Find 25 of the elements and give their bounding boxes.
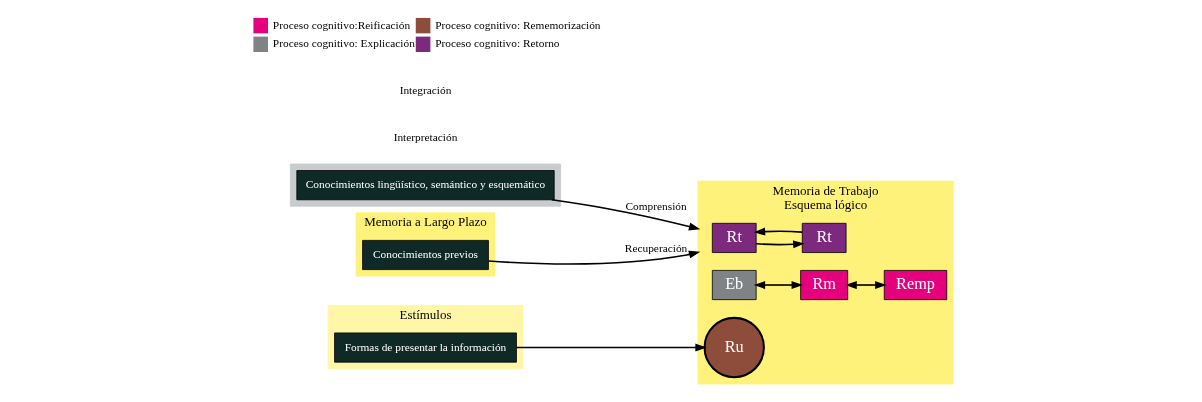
cluster bbox=[289, 163, 561, 207]
node-box: Conocimientos previos bbox=[361, 239, 489, 270]
edge-label: Comprensión bbox=[624, 199, 687, 212]
arrow bbox=[753, 227, 803, 236]
legend-label: Proceso cognitivo: Retorno bbox=[434, 37, 560, 50]
arrow bbox=[515, 343, 707, 352]
arrow bbox=[844, 281, 887, 289]
node-circle: Ru bbox=[703, 316, 765, 379]
legend-label: Proceso cognitivo: Rememorización bbox=[434, 18, 601, 31]
arrow bbox=[550, 199, 700, 231]
arrow bbox=[754, 240, 804, 249]
node-box: Conocimientos lingüístico, semántico y esquemático bbox=[295, 170, 555, 201]
node-box: Remp bbox=[883, 270, 947, 301]
node-box: Rt bbox=[801, 222, 846, 253]
arrow bbox=[753, 281, 803, 289]
node-box: Eb bbox=[711, 270, 757, 301]
node-box: Rm bbox=[799, 270, 848, 301]
label: Integración bbox=[399, 84, 451, 96]
node-box: Rt bbox=[711, 222, 757, 253]
edge-label: Recuperación bbox=[624, 241, 687, 254]
node-box: Formas de presentar la información bbox=[333, 332, 517, 363]
arrow bbox=[487, 250, 700, 265]
label: Interpretación bbox=[393, 131, 457, 144]
legend-label: Proceso cognitivo:Reificación bbox=[272, 18, 410, 31]
legend-label: Proceso cognitivo: Explicación bbox=[272, 37, 415, 50]
